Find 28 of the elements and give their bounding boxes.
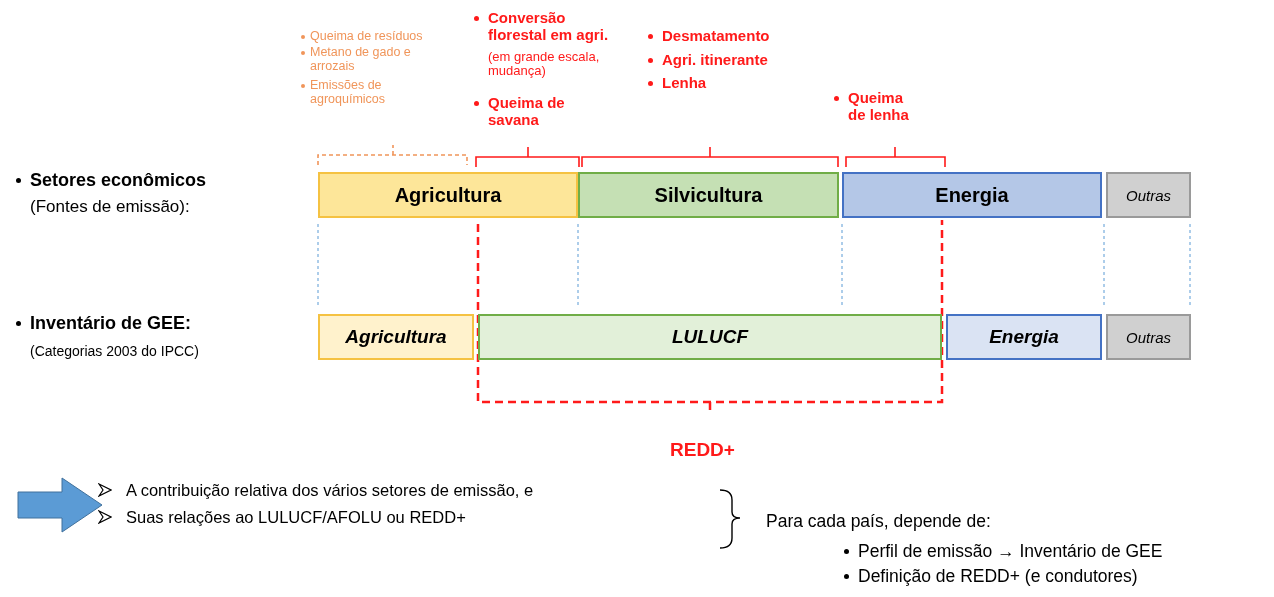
category-box: Energia [946,314,1102,360]
note-text: Definição de REDD+ (e condutores) [858,567,1139,587]
emission-source-text: Queima de resíduos [310,30,424,44]
emission-source-text: Queima de savana [488,95,566,128]
note-text: A contribuição relativa dos vários setores de emissão, e [126,481,535,500]
sector-box: Outras [1106,172,1191,218]
emission-source-text: Desmatamento [662,28,771,45]
note-text: Inventário de GEE: [30,314,193,334]
category-box: LULUCF [478,314,942,360]
sector-box: Silvicultura [578,172,839,218]
emission-source-text: Queima de lenha [848,90,910,123]
note-text: (Categorias 2003 do IPCC) [30,344,200,360]
category-box: Agricultura [318,314,474,360]
emission-source-text: Lenha [662,75,708,92]
note-text: (Fontes de emissão): [30,198,191,217]
note-text: Para cada país, depende de: [766,512,992,532]
sector-box: Energia [842,172,1102,218]
emission-source-text: Conversão florestal em agri. [488,10,610,43]
emission-source-text: Emissões de agroquímicos [310,79,387,107]
note-text: Setores econômicos [30,171,208,191]
emission-source-text: (em grande escala, mudança) [488,50,601,79]
heading: REDD+ [670,440,736,461]
emission-source-text: Metano de gado e arrozais [310,46,412,74]
note-text: Perfil de emissão → Inventário de GEE [858,542,1164,562]
emission-source-text: Agri. itinerante [662,52,769,69]
category-box: Outras [1106,314,1191,360]
sector-box: Agricultura [318,172,578,218]
note-text: Suas relações ao LULUCF/AFOLU ou REDD+ [126,508,467,527]
